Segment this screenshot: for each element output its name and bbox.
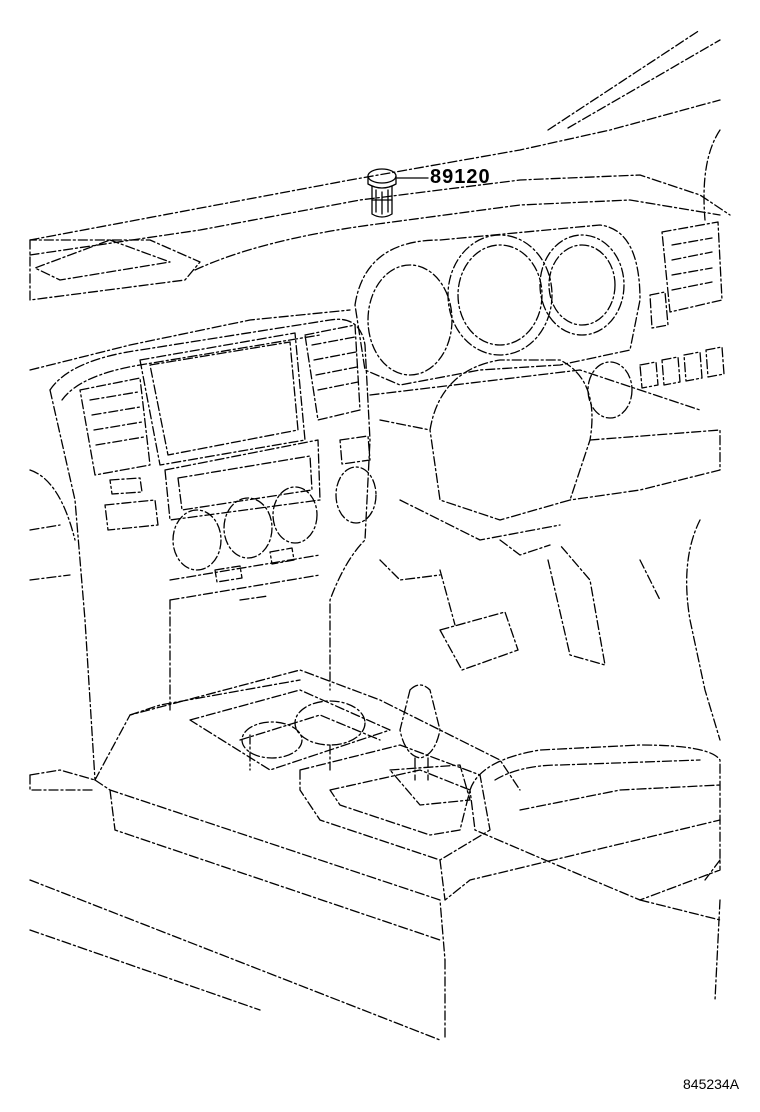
clip-part-icon (367, 168, 397, 218)
armrest (469, 744, 721, 901)
steering-column (379, 359, 721, 581)
center-stack (29, 318, 377, 781)
floor-lines (29, 519, 721, 1041)
dashboard-top (29, 174, 731, 371)
shift-lever (389, 684, 471, 806)
figure-code: 845234A (683, 1076, 740, 1092)
center-console (29, 669, 721, 961)
part-number-label: 89120 (430, 166, 491, 188)
instrument-cluster (354, 224, 701, 411)
windshield-outline (29, 29, 721, 241)
right-vents (587, 221, 725, 419)
pedals (439, 544, 606, 671)
